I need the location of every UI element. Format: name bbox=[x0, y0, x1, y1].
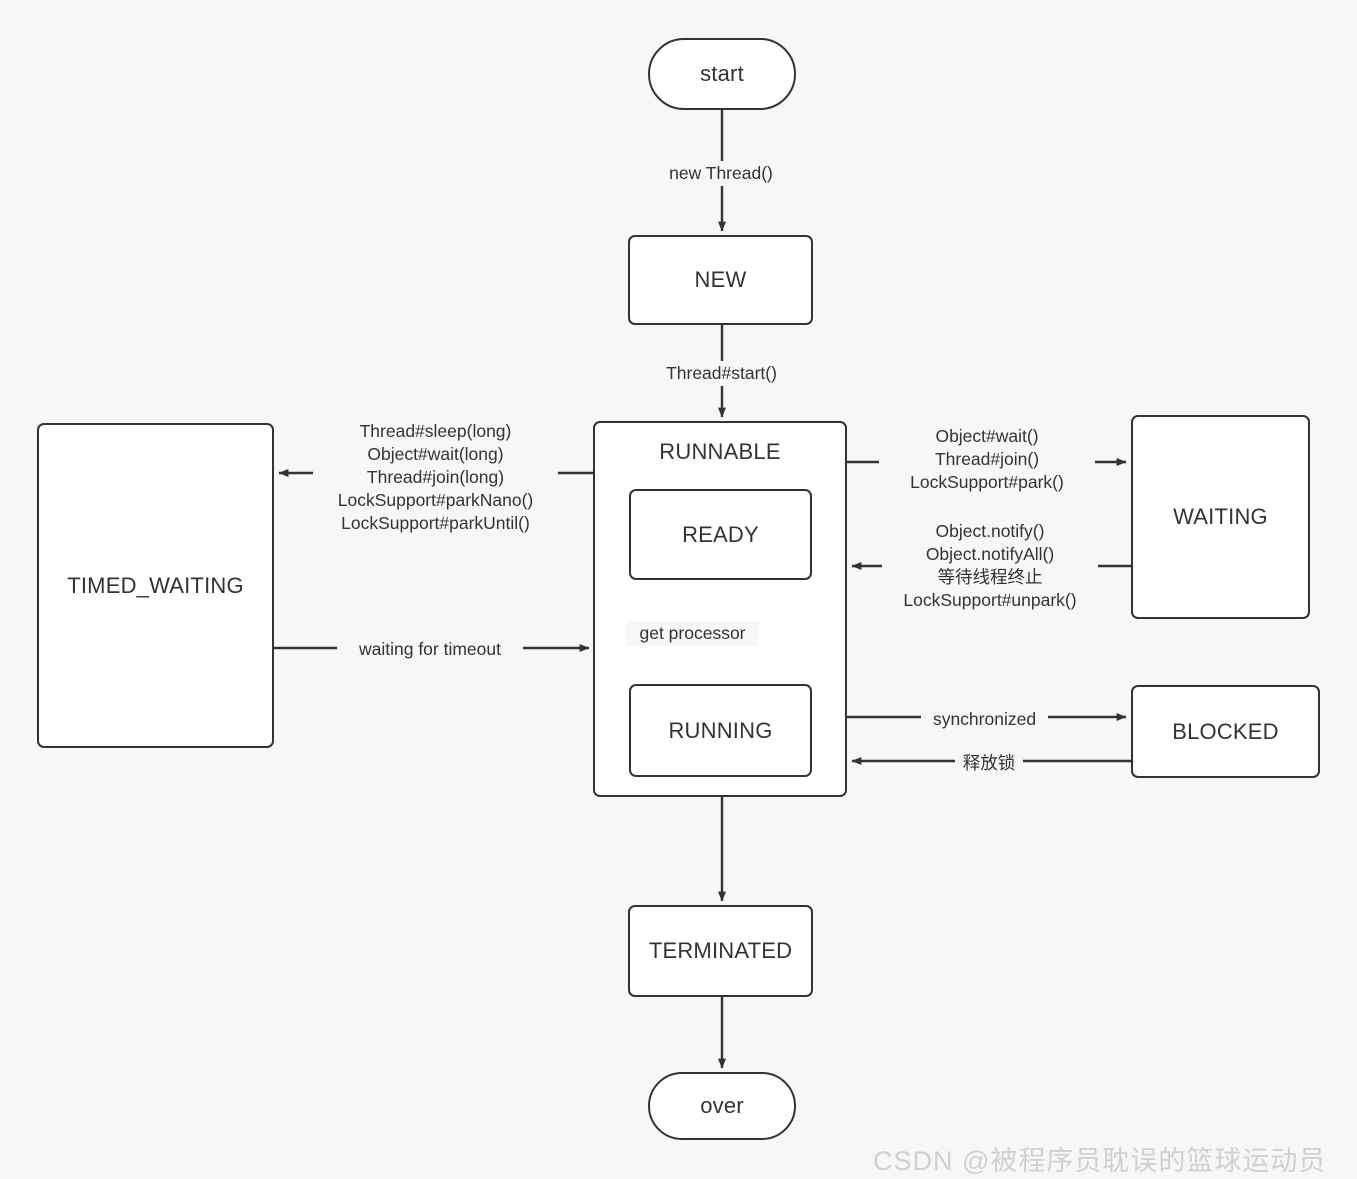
edge-label-notify: Object.notify() Object.notifyAll() 等待线程终… bbox=[882, 519, 1098, 613]
node-terminated[interactable]: TERMINATED bbox=[628, 905, 813, 997]
node-blocked-label: BLOCKED bbox=[1172, 718, 1279, 744]
node-ready-label: READY bbox=[682, 521, 759, 547]
edge-label-synchronized: synchronized bbox=[921, 707, 1048, 732]
edge-label-waiting-for-timeout: waiting for timeout bbox=[337, 637, 523, 662]
edge-label-waiting-entry: Object#wait() Thread#join() LockSupport#… bbox=[879, 424, 1095, 495]
node-over[interactable]: over bbox=[648, 1072, 796, 1140]
node-start[interactable]: start bbox=[648, 38, 796, 110]
edge-label-release-lock: 释放锁 bbox=[955, 751, 1023, 776]
node-waiting[interactable]: WAITING bbox=[1131, 415, 1310, 619]
edge-label-new-thread: new Thread() bbox=[654, 161, 788, 186]
node-running[interactable]: RUNNING bbox=[629, 684, 812, 777]
node-over-label: over bbox=[700, 1093, 744, 1118]
edge-label-thread-start: Thread#start() bbox=[650, 361, 793, 386]
node-runnable-label: RUNNABLE bbox=[659, 439, 781, 464]
node-waiting-label: WAITING bbox=[1173, 504, 1268, 529]
node-new-label: NEW bbox=[694, 267, 747, 292]
node-running-label: RUNNING bbox=[668, 717, 773, 743]
edge-label-get-processor: get processor bbox=[626, 621, 759, 646]
node-ready[interactable]: READY bbox=[629, 489, 812, 580]
node-timed-waiting-label: TIMED_WAITING bbox=[67, 572, 244, 598]
node-terminated-label: TERMINATED bbox=[648, 938, 793, 963]
node-blocked[interactable]: BLOCKED bbox=[1131, 685, 1320, 778]
edge-label-timed-waiting-entry: Thread#sleep(long) Object#wait(long) Thr… bbox=[313, 419, 558, 536]
node-start-label: start bbox=[700, 61, 744, 86]
node-timed-waiting[interactable]: TIMED_WAITING bbox=[37, 423, 274, 748]
node-new[interactable]: NEW bbox=[628, 235, 813, 325]
watermark: CSDN @被程序员耽误的篮球运动员 bbox=[873, 1146, 1327, 1176]
